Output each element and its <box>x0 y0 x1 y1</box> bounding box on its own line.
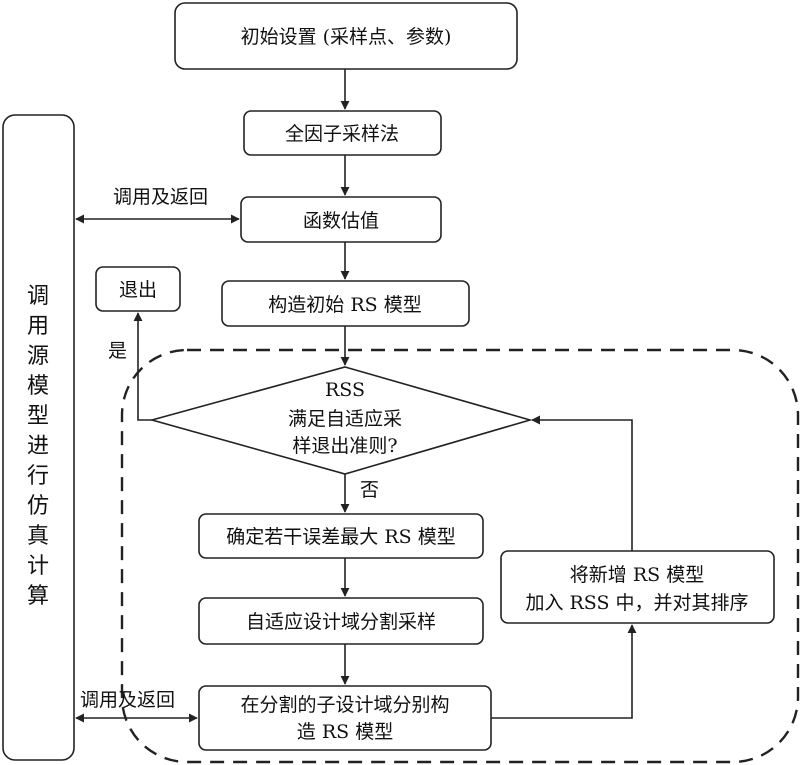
node-sub-rs-label-line1: 在分割的子设计域分别构 <box>240 694 449 716</box>
side-box-char: 型 <box>27 404 49 429</box>
node-full-factorial-label: 全因子采样法 <box>285 123 399 145</box>
side-box-char: 用 <box>27 314 49 339</box>
side-box-char: 仿 <box>27 494 49 519</box>
side-box-char: 模 <box>27 374 49 399</box>
node-adaptive-sampling: 自适应设计域分割采样 <box>198 597 484 645</box>
side-box-char: 真 <box>27 524 49 549</box>
arrow-addrs-to-decision <box>531 415 633 551</box>
node-decision: RSS 满足自适应采 样退出准则? <box>149 366 533 475</box>
decision-label-line3: 样退出准则? <box>292 435 397 457</box>
node-exit-label: 退出 <box>119 279 157 301</box>
node-full-factorial: 全因子采样法 <box>243 110 442 156</box>
node-add-rs: 将新增 RS 模型 加入 RSS 中，并对其排序 <box>500 550 775 624</box>
label-yes: 是 <box>108 340 127 362</box>
node-init-label: 初始设置 (采样点、参数) <box>241 26 452 48</box>
side-box-char: 源 <box>27 344 49 369</box>
node-func-eval-label: 函数估值 <box>303 210 379 232</box>
label-call-return-bottom: 调用及返回 <box>80 689 175 711</box>
label-no: 否 <box>360 479 379 501</box>
node-build-rs: 构造初始 RS 模型 <box>221 280 470 327</box>
node-init: 初始设置 (采样点、参数) <box>174 2 518 70</box>
side-box-char: 行 <box>27 464 49 489</box>
node-adaptive-sampling-label: 自适应设计域分割采样 <box>246 611 436 633</box>
label-call-return-top: 调用及返回 <box>113 186 208 208</box>
node-build-rs-label: 构造初始 RS 模型 <box>268 294 421 316</box>
node-select-rs: 确定若干误差最大 RS 模型 <box>198 513 484 559</box>
side-box-char: 调 <box>27 284 49 309</box>
arrow-decision-yes-to-exit <box>133 312 152 421</box>
side-box-simulation: 调 用 源 模 型 进 行 仿 真 计 算 <box>2 114 75 761</box>
arrow-subrs-to-addrs <box>491 624 637 719</box>
node-sub-rs: 在分割的子设计域分别构 造 RS 模型 <box>198 685 492 751</box>
decision-label-line1: RSS <box>325 379 365 401</box>
node-select-rs-label: 确定若干误差最大 RS 模型 <box>226 526 455 548</box>
node-add-rs-label-line2: 加入 RSS 中，并对其排序 <box>525 592 748 614</box>
side-box-char: 计 <box>27 554 49 579</box>
node-exit: 退出 <box>95 266 181 312</box>
node-sub-rs-label-line2: 造 RS 模型 <box>297 721 393 743</box>
decision-label-line2: 满足自适应采 <box>288 408 402 430</box>
node-add-rs-label-line1: 将新增 RS 模型 <box>570 564 704 586</box>
side-box-char: 算 <box>27 584 49 609</box>
adaptive-loop-region <box>120 348 800 764</box>
node-func-eval: 函数估值 <box>240 196 442 243</box>
side-box-char: 进 <box>27 434 49 459</box>
